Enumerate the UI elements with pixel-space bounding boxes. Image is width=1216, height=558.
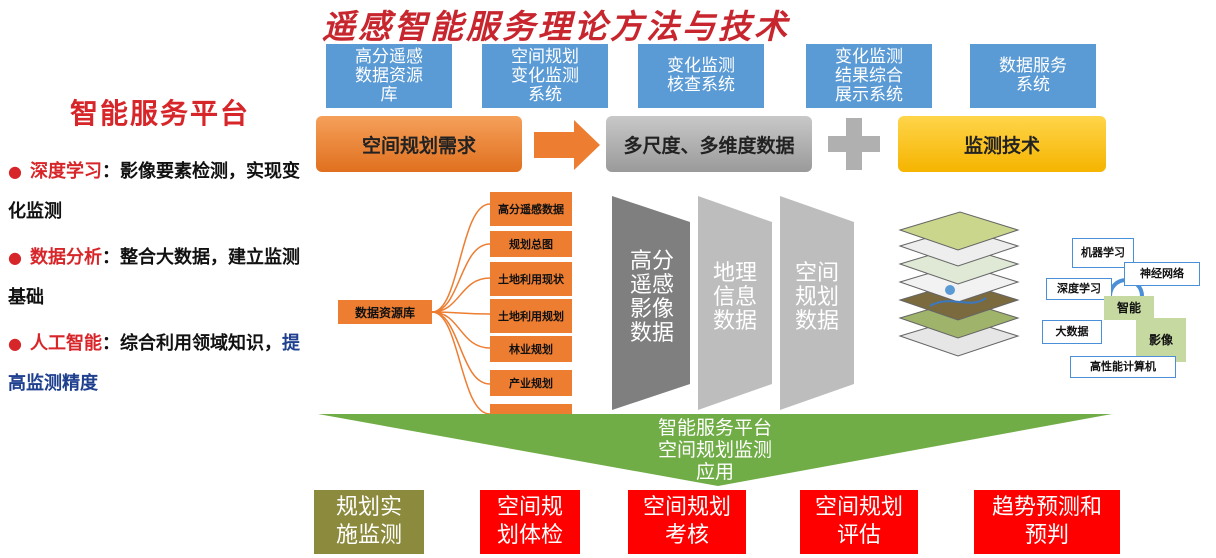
node-image: 影像 (1136, 318, 1186, 362)
bullet-dot-icon: ● (8, 248, 22, 267)
output-implementation-monitor: 规划实 施监测 (314, 490, 424, 554)
map-layers-icon (898, 211, 1020, 357)
system-box-service: 数据服务 系统 (970, 44, 1096, 108)
source-forestry: 林业规划 (490, 336, 572, 362)
output-plan-checkup: 空间规 划体检 (480, 490, 580, 554)
output-plan-assessment: 空间规划 考核 (628, 490, 746, 554)
bullet-dot-icon: ● (8, 334, 22, 353)
plus-icon (828, 118, 880, 170)
platform-label-3: 应用 (695, 461, 734, 483)
node-big-data: 大数据 (1042, 320, 1102, 344)
source-hr-rs: 高分遥感数据 (490, 192, 572, 226)
bullet-deep-learning: ● 深度学习：影像要素检测，实现变化监测 (8, 152, 308, 232)
bullet-keyword: 数据分析 (29, 247, 102, 268)
tree-connectors (431, 203, 491, 415)
output-plan-evaluation: 空间规划 评估 (800, 490, 918, 554)
bullet-keyword: 深度学习 (29, 161, 102, 182)
system-box-hr-data: 高分遥感 数据资源 库 (326, 44, 452, 108)
bullet-dot-icon: ● (8, 162, 22, 181)
node-machine-learning: 机器学习 (1072, 238, 1134, 268)
platform-funnel (318, 414, 1112, 486)
source-industry: 产业规划 (490, 370, 572, 396)
system-box-plan-monitor: 空间规划 变化监测 系统 (482, 44, 608, 108)
data-resource-root: 数据资源库 (338, 300, 432, 324)
bullet-text: ：影像要素检测，实现变化监测 (8, 161, 300, 222)
platform-heading: 智能服务平台 (70, 97, 251, 130)
node-hpc: 高性能计算机 (1070, 356, 1176, 378)
source-land-use-now: 土地利用现状 (490, 262, 572, 296)
bullet-text: ：综合利用领域知识， (101, 333, 282, 354)
source-master-plan: 规划总图 (490, 231, 572, 257)
bullet-highlight: 提高监测精度 (8, 333, 300, 394)
data-bar: 多尺度、多维度数据 (606, 116, 812, 172)
node-neural-network: 神经网络 (1124, 262, 1200, 286)
bullet-ai: ● 人工智能：综合利用领域知识，提高监测精度 (8, 324, 308, 404)
output-trend-forecast: 趋势预测和 预判 (974, 490, 1120, 554)
source-land-use-plan: 土地利用规划 (490, 299, 572, 333)
system-box-check: 变化监测 核查系统 (638, 44, 764, 108)
node-deep-learning: 深度学习 (1046, 278, 1112, 300)
data-type-spatial-plan: 空间 规划 数据 (794, 261, 839, 334)
data-type-shapes (612, 196, 854, 410)
data-type-geo-info: 地理 信息 数据 (712, 261, 757, 334)
tech-bar: 监测技术 (898, 116, 1106, 172)
data-type-rs-image: 高分 遥感 影像 数据 (629, 249, 674, 346)
bullet-keyword: 人工智能 (29, 333, 102, 354)
page-title: 遥感智能服务理论方法与技术 (322, 7, 790, 46)
platform-label-1: 智能服务平台 (657, 417, 772, 439)
bullet-data-analysis: ● 数据分析：整合大数据，建立监测基础 (8, 238, 308, 318)
demand-bar: 空间规划需求 (316, 116, 522, 172)
bullet-text: ：整合大数据，建立监测基础 (8, 247, 300, 308)
platform-label-2: 空间规划监测 (657, 439, 772, 461)
system-box-display: 变化监测 结果综合 展示系统 (806, 44, 932, 108)
arrow-right-icon (534, 120, 600, 170)
node-intelligence: 智能 (1104, 296, 1154, 320)
